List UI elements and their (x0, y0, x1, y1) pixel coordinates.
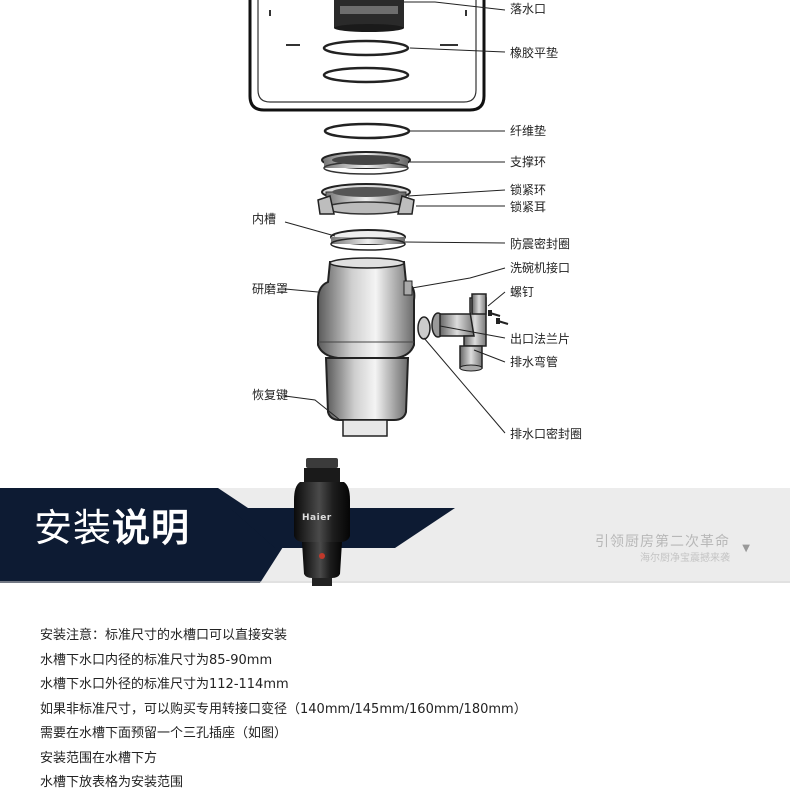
drain-elbow-part (417, 293, 487, 372)
triangle-down-icon: ▼ (742, 543, 750, 554)
slogan-main: 引领厨房第二次革命 (595, 534, 730, 550)
label-screw: 螺钉 (510, 285, 535, 299)
slogan-sub: 海尔厨净宝震撼来袭 (640, 553, 730, 564)
label-dishwasher-inlet: 洗碗机接口 (510, 261, 571, 275)
label-reset-key: 恢复键 (252, 388, 289, 402)
label-drain-outlet: 落水口 (510, 2, 547, 16)
label-drain-elbow: 排水弯管 (510, 355, 559, 369)
note-line: 如果非标准尺寸，可以购买专用转接口变径（140mm/145mm/160mm/18… (40, 701, 527, 717)
screw-part (488, 310, 509, 325)
sink-basin (248, 0, 486, 112)
label-rubber-gasket: 橡胶平垫 (510, 46, 559, 60)
label-drain-seal: 排水口密封圈 (510, 427, 583, 441)
install-notes: 安装注意：标准尺寸的水槽口可以直接安装 水槽下水口内径的标准尺寸为85-90mm… (40, 626, 760, 798)
section-banner (0, 488, 790, 583)
label-outlet-flange: 出口法兰片 (510, 332, 571, 346)
label-support-ring: 支撑环 (510, 155, 547, 169)
drain-outlet-part (334, 0, 404, 32)
product-image (294, 458, 350, 586)
note-line: 安装注意：标准尺寸的水槽口可以直接安装 (40, 628, 288, 643)
disposer-body (317, 257, 416, 437)
note-line: 水槽下放表格为安装范围 (40, 775, 184, 790)
rubber-gasket-lower-part (322, 66, 410, 84)
product-brand-logo: Haier (302, 513, 332, 523)
banner-title-light: 安装 (34, 506, 113, 550)
label-grinding-cover: 研磨罩 (252, 282, 289, 296)
label-inner-tank: 内槽 (252, 212, 277, 226)
note-line: 需要在水槽下面预留一个三孔插座（如图） (40, 726, 288, 741)
shockproof-seal-part (330, 229, 406, 251)
note-line: 水槽下水口外径的标准尺寸为112-114mm (40, 677, 289, 692)
support-ring-part (321, 151, 411, 175)
note-line: 安装范围在水槽下方 (40, 750, 158, 766)
drain-seal-part (417, 316, 431, 340)
label-shockproof-seal: 防震密封圈 (510, 237, 571, 251)
dishwasher-port (403, 280, 413, 296)
leader-lines (284, 1, 506, 434)
rubber-gasket-part (322, 39, 410, 57)
label-lock-ear: 锁紧耳 (510, 200, 547, 214)
fiber-gasket-part (323, 122, 411, 140)
note-line: 水槽下水口内径的标准尺寸为85-90mm (40, 652, 273, 668)
exploded-diagram (248, 0, 509, 437)
banner-title: 安装说明 (34, 503, 190, 553)
label-lock-ring: 锁紧环 (510, 183, 547, 197)
banner-title-bold: 说明 (112, 506, 191, 550)
label-fiber-gasket: 纤维垫 (510, 124, 547, 138)
lock-ring-part (317, 183, 415, 215)
